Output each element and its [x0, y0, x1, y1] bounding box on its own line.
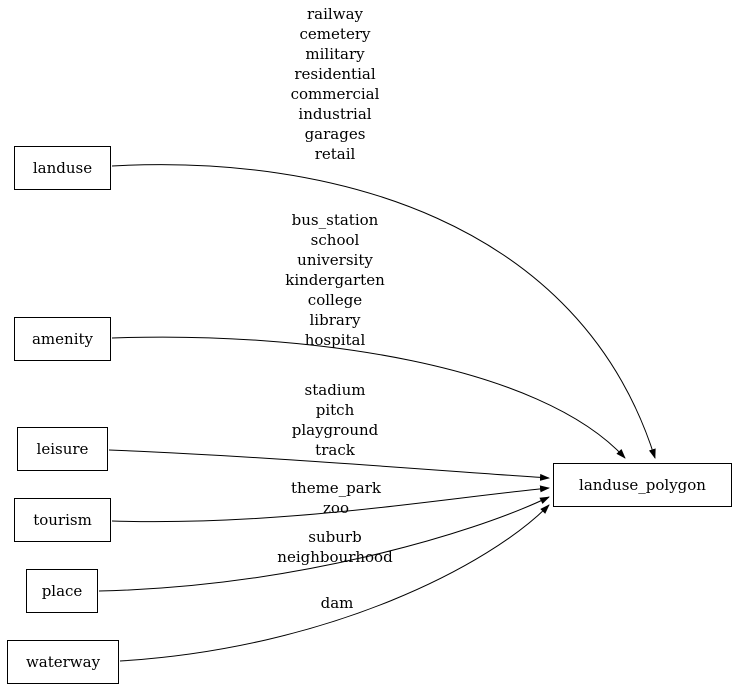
node-waterway-label: waterway	[25, 653, 101, 671]
node-landuse: landuse	[14, 146, 111, 190]
node-tourism-label: tourism	[33, 511, 92, 529]
node-tourism: tourism	[14, 498, 111, 542]
node-waterway: waterway	[7, 640, 119, 684]
edge-label-tourism: theme_park zoo	[291, 479, 381, 517]
node-leisure: leisure	[17, 427, 108, 471]
node-place-label: place	[41, 582, 83, 600]
node-place: place	[26, 569, 98, 613]
node-landuse_polygon-label: landuse_polygon	[579, 476, 706, 494]
edge-label-place: suburb neighbourhood	[277, 528, 393, 566]
node-landuse_polygon: landuse_polygon	[553, 463, 732, 507]
node-landuse-label: landuse	[32, 159, 93, 177]
node-amenity: amenity	[14, 317, 111, 361]
node-amenity-label: amenity	[31, 330, 93, 348]
edge-label-landuse: railway cemetery military residential co…	[290, 5, 380, 163]
node-leisure-label: leisure	[36, 440, 89, 458]
edge-label-leisure: stadium pitch playground track	[291, 381, 379, 459]
edge-label-waterway: dam	[320, 594, 354, 612]
edge-label-amenity: bus_station school university kindergart…	[285, 211, 385, 349]
